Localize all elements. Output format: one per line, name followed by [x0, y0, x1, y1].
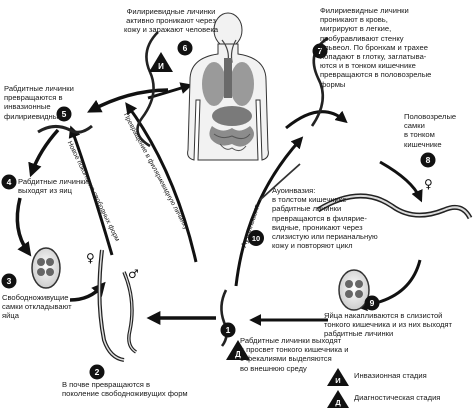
svg-text:8: 8	[426, 155, 431, 165]
step-10-text: Ауоинвазия: в толстом кишечнике рабдитны…	[272, 186, 378, 251]
step-number-7: 7	[312, 43, 328, 59]
eggs-soil	[31, 247, 61, 289]
released-larva	[220, 289, 228, 347]
legend-invasive-symbol: И	[327, 368, 349, 386]
svg-text:5: 5	[62, 109, 67, 119]
cycle-arrow-autoinvasion	[234, 136, 304, 287]
svg-text:10: 10	[252, 234, 260, 243]
step-number-5: 5	[56, 106, 72, 122]
free-living-female-inner	[98, 249, 125, 361]
human-body	[187, 12, 269, 161]
step-2-text: В почве превращаются в поколение свободн…	[62, 380, 188, 399]
invasive-badge: И	[149, 52, 173, 72]
cycle-arrow-penetrate	[147, 82, 193, 100]
svg-text:9: 9	[370, 298, 375, 308]
step-6-text: Филириевидные личинки активно проникают …	[123, 7, 219, 35]
svg-text:3: 3	[7, 276, 12, 286]
svg-text:1: 1	[226, 325, 231, 335]
svg-text:Д: Д	[335, 398, 341, 407]
step-number-10: 10	[248, 230, 264, 246]
step-5-text: Рабдитные личинки превращаются в инвазио…	[4, 84, 74, 121]
step-number-9: 9	[364, 295, 380, 311]
autoinvasion-larva	[259, 163, 301, 201]
filariform-larva	[136, 31, 159, 148]
step-4-text: Рабдитные личинки выходят из яиц	[18, 177, 88, 196]
cycle-arrow-hatch	[15, 197, 32, 257]
rhabditiform-larva-top	[37, 124, 93, 134]
cycle-arrow-adult	[379, 160, 423, 203]
eggs-intestine	[338, 269, 370, 311]
svg-text:И: И	[335, 376, 340, 385]
step-9-text: Яйца накапливаются в слизистой тонкого к…	[324, 311, 453, 339]
cycle-arrow-migrate	[285, 110, 348, 130]
step-8-text: Половозрелые самки в тонком кишечнике	[404, 112, 457, 149]
step-number-1: 1	[220, 322, 236, 338]
female-adult-marker: ♀	[424, 177, 433, 191]
step-7-text: Филириевидные личинки проникают в кровь,…	[320, 6, 432, 89]
step-number-3: 3	[1, 273, 17, 289]
svg-text:6: 6	[183, 43, 188, 53]
cycle-arrow-new-gen	[68, 125, 114, 256]
adult-female-inner	[317, 195, 471, 219]
svg-text:И: И	[158, 62, 164, 71]
free-living-male-inner	[123, 271, 137, 353]
male-marker: ♂	[128, 267, 139, 281]
female-marker: ♀	[86, 251, 95, 265]
free-living-male	[122, 271, 138, 354]
step-number-6: 6	[177, 40, 193, 56]
step-3-text: Свободноживущие самки откладывают яйца	[2, 293, 72, 321]
step-number-2: 2	[89, 364, 105, 380]
cycle-arrow-to-larva	[87, 88, 169, 113]
svg-text:4: 4	[7, 177, 12, 187]
free-living-female	[97, 249, 125, 362]
legend-invasive-text: Инвазионная стадия	[354, 371, 427, 380]
step-1-text: Рабдитные личинки выходят в просвет тонк…	[240, 336, 349, 373]
svg-text:Д: Д	[235, 350, 241, 359]
svg-text:2: 2	[95, 367, 100, 377]
diagnostic-badge: Д	[226, 340, 250, 360]
legend-diagnostic-text: Диагностическая стадия	[354, 393, 441, 402]
step-number-8: 8	[420, 152, 436, 168]
svg-text:7: 7	[318, 46, 323, 56]
legend-diagnostic-symbol: Д	[327, 390, 349, 408]
cycle-arrow-larva-out	[28, 128, 60, 178]
step-number-4: 4	[1, 174, 17, 190]
